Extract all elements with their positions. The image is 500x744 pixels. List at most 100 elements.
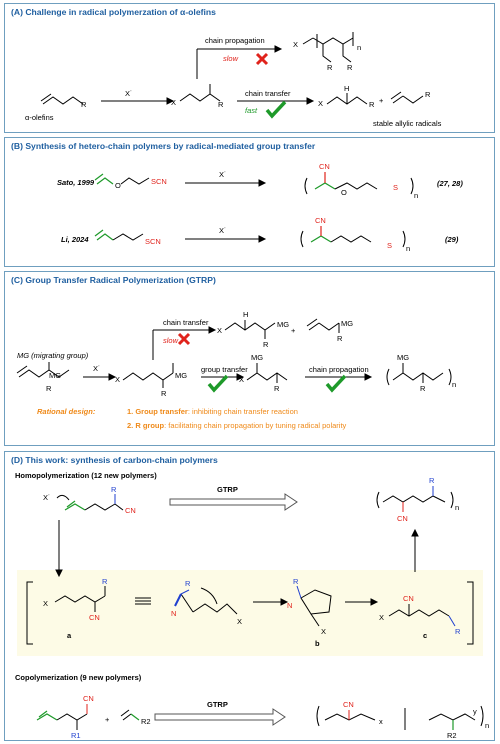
- svg-text:R: R: [263, 340, 269, 349]
- fast-check-icon: [265, 100, 287, 119]
- svg-text:R2: R2: [447, 731, 457, 740]
- label-ref-29: (29): [445, 235, 459, 244]
- label-r: R: [81, 100, 87, 109]
- panel-d-scheme: Homopolymerization (12 new polymers) Cop…: [15, 471, 489, 740]
- label-rational-design: Rational design:: [37, 407, 96, 416]
- svg-text:X: X: [379, 613, 384, 622]
- mechanism-box: [17, 570, 483, 656]
- svg-text:CN: CN: [83, 694, 94, 703]
- label-c: c: [423, 631, 427, 640]
- svg-text:CN: CN: [89, 613, 100, 622]
- label-x-radical: X˙: [125, 89, 133, 98]
- panel-a-scheme: R α-olefins X˙ X R chain propagation slo…: [25, 32, 442, 128]
- panel-b: (B) Synthesis of hetero-chain polymers b…: [4, 137, 495, 267]
- label-slow: slow: [163, 336, 179, 345]
- svg-text:MG: MG: [175, 371, 187, 380]
- svg-text:CN: CN: [315, 216, 326, 225]
- svg-text:+: +: [105, 715, 110, 724]
- svg-text:X: X: [293, 40, 298, 49]
- svg-text:n: n: [406, 244, 410, 253]
- svg-text:CN: CN: [397, 514, 408, 523]
- svg-text:MG: MG: [397, 353, 409, 362]
- svg-text:R: R: [293, 577, 299, 586]
- svg-text:R: R: [218, 100, 224, 109]
- svg-text:H: H: [243, 310, 248, 319]
- svg-text:N: N: [287, 601, 292, 610]
- svg-text:MG: MG: [341, 319, 353, 328]
- svg-text:+: +: [379, 96, 384, 105]
- svg-text:GTRP: GTRP: [207, 700, 228, 709]
- design-point-2: 2. R group: facilitating chain propagati…: [127, 421, 347, 430]
- svg-text:CN: CN: [343, 700, 354, 709]
- svg-text:MG: MG: [49, 371, 61, 380]
- svg-text:R: R: [425, 90, 431, 99]
- svg-text:n: n: [452, 380, 456, 389]
- svg-text:MG: MG: [277, 320, 289, 329]
- panel-b-title: (B) Synthesis of hetero-chain polymers b…: [11, 141, 316, 151]
- label-group-transfer: group transfer: [201, 365, 248, 374]
- slow-cross-icon: [255, 52, 269, 66]
- svg-text:X: X: [239, 375, 244, 384]
- svg-text:R: R: [185, 579, 191, 588]
- panel-a-title: (A) Challenge in radical polymerzation o…: [11, 7, 216, 17]
- label-copolymerization: Copolymerization (9 new polymers): [15, 673, 142, 682]
- label-ref-27-28: (27, 28): [437, 179, 463, 188]
- label-chain-propagation: chain propagation: [309, 365, 369, 374]
- svg-text:S: S: [393, 183, 398, 192]
- svg-text:X: X: [318, 99, 323, 108]
- svg-text:n: n: [357, 43, 361, 52]
- label-li-2024: Li, 2024: [61, 235, 89, 244]
- label-cn: CN: [319, 162, 330, 171]
- svg-text:R: R: [327, 63, 333, 72]
- panel-d: (D) This work: synthesis of carbon-chain…: [4, 451, 495, 741]
- label-x: X: [171, 98, 176, 107]
- svg-text:X: X: [237, 617, 242, 626]
- slow-cross-icon: [177, 332, 191, 346]
- svg-text:R: R: [369, 100, 375, 109]
- label-chain-propagation: chain propagation: [205, 36, 265, 45]
- panel-c: (C) Group Transfer Radical Polymerizatio…: [4, 271, 495, 446]
- svg-text:CN: CN: [125, 506, 136, 515]
- svg-text:+: +: [291, 326, 296, 335]
- label-a: a: [67, 631, 72, 640]
- svg-text:S: S: [387, 241, 392, 250]
- svg-text:R: R: [337, 334, 343, 343]
- svg-text:x: x: [379, 717, 383, 726]
- svg-text:R: R: [161, 389, 167, 398]
- svg-text:O: O: [341, 188, 347, 197]
- panel-a: (A) Challenge in radical polymerzation o…: [4, 3, 495, 133]
- label-slow: slow: [223, 54, 239, 63]
- svg-text:y: y: [473, 707, 477, 716]
- svg-text:N: N: [171, 609, 176, 618]
- group-transfer-check-icon: [207, 374, 229, 393]
- label-homopolymerization: Homopolymerization (12 new polymers): [15, 471, 157, 480]
- svg-text:R: R: [102, 577, 108, 586]
- label-migrating-group: MG (migrating group): [17, 351, 89, 360]
- svg-text:CN: CN: [403, 594, 414, 603]
- svg-text:R2: R2: [141, 717, 151, 726]
- svg-text:n: n: [455, 503, 459, 512]
- svg-text:X: X: [321, 627, 326, 636]
- label-alpha-olefins: α-olefins: [25, 113, 54, 122]
- label-chain-transfer: chain transfer: [163, 318, 209, 327]
- svg-text:n: n: [414, 191, 418, 200]
- panel-b-scheme: Sato, 1999 Li, 2024 O SCN SCN X˙ X˙ CN C…: [57, 162, 463, 253]
- label-scn: SCN: [151, 177, 167, 186]
- svg-text:X: X: [217, 326, 222, 335]
- label-b: b: [315, 639, 320, 648]
- label-sato-1999: Sato, 1999: [57, 178, 95, 187]
- chain-propagation-check-icon: [325, 374, 347, 393]
- olefin-chain: [42, 96, 84, 105]
- svg-text:R: R: [46, 384, 52, 393]
- svg-text:MG: MG: [251, 353, 263, 362]
- svg-text:O: O: [115, 181, 121, 190]
- svg-text:X˙: X˙: [93, 364, 101, 373]
- label-stable-allylic-radicals: stable allylic radicals: [373, 119, 442, 128]
- svg-text:X˙: X˙: [43, 493, 51, 502]
- svg-text:R: R: [420, 384, 426, 393]
- panel-c-scheme: MG (migrating group) MG R X˙ X MG R chai…: [16, 310, 456, 430]
- svg-text:R: R: [429, 476, 435, 485]
- svg-text:R: R: [111, 485, 117, 494]
- svg-text:X˙: X˙: [219, 170, 227, 179]
- svg-text:R: R: [455, 627, 461, 636]
